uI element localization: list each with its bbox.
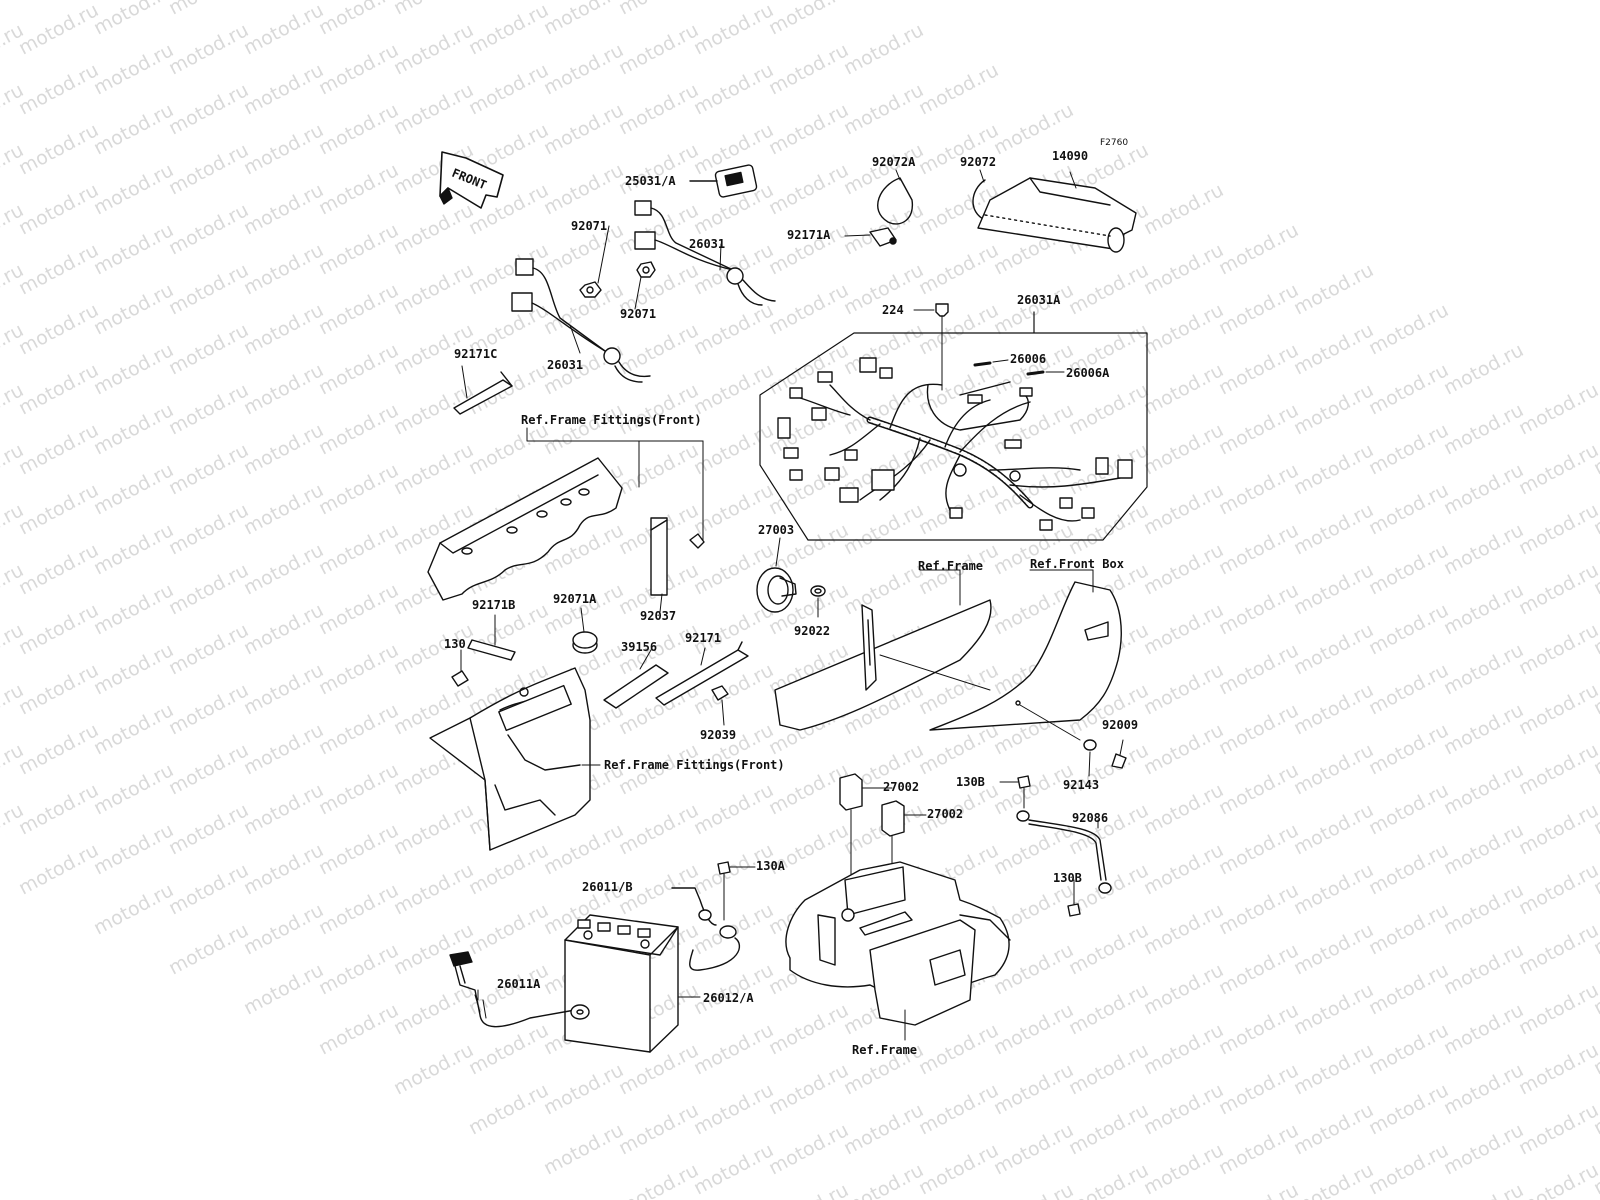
- figure-code: F2760: [1100, 138, 1129, 148]
- ref-frame-fittings-lower: Ref.Frame Fittings(Front): [604, 758, 785, 772]
- part-label-26031a: 26031A: [1017, 293, 1061, 307]
- harness-26031-upper: [634, 200, 776, 306]
- part-label-26006a: 26006A: [1066, 366, 1110, 380]
- battery-cable-26011b: [671, 861, 756, 971]
- part-label-26011b: 26011/B: [582, 880, 633, 894]
- part-label-92022: 92022: [794, 624, 831, 638]
- leaders-top-left: [461, 225, 722, 399]
- block-27002-b: [881, 800, 927, 871]
- main-harness-26031a: [759, 311, 1148, 541]
- part-label-14090: 14090: [1052, 149, 1089, 163]
- part-label-92071: 92071: [571, 219, 608, 233]
- part-label-27003: 27003: [758, 523, 795, 537]
- part-label-92039: 92039: [700, 728, 737, 742]
- screw-224: [913, 303, 949, 391]
- part-label-26031: 26031: [689, 237, 726, 251]
- front-arrow-icon: FRONT: [439, 151, 504, 209]
- part-label-130b: 130B: [1053, 871, 1082, 885]
- parts-lower-left: [451, 593, 749, 726]
- part-label-39156: 39156: [621, 640, 658, 654]
- part-label-27002: 27002: [883, 780, 920, 794]
- clip-92171a: [844, 227, 897, 247]
- part-label-92086: 92086: [1072, 811, 1109, 825]
- harness-26031-lower: [511, 258, 651, 383]
- part-label-130a: 130A: [756, 859, 785, 873]
- part-label-26012a: 26012/A: [703, 991, 754, 1005]
- part-label-26006: 26006: [1010, 352, 1047, 366]
- part-label-130: 130: [444, 637, 466, 651]
- part-label-25031a: 25031/A: [625, 174, 676, 188]
- ref-frame-battery-case: [785, 861, 1011, 1041]
- part-label-92071a: 92071A: [553, 592, 597, 606]
- part-label-92171c: 92171C: [454, 347, 498, 361]
- ground-cable-92086: [999, 775, 1112, 917]
- ref-front-box: [929, 569, 1122, 741]
- ref-front-box-label: Ref.Front Box: [1030, 557, 1124, 571]
- frame-fittings-front-upper: [427, 427, 705, 601]
- part-label-92171a: 92171A: [787, 228, 831, 242]
- ref-frame-middle: [774, 569, 992, 731]
- nut-92071: [579, 261, 656, 298]
- battery-26012a: [564, 914, 701, 1053]
- switch-25031a: [689, 164, 758, 198]
- part-label-92143: 92143: [1063, 778, 1100, 792]
- ref-frame-fittings-upper: Ref.Frame Fittings(Front): [521, 413, 702, 427]
- part-label-130b: 130B: [956, 775, 985, 789]
- cover-14090: [977, 171, 1137, 253]
- part-label-26031: 26031: [547, 358, 584, 372]
- part-label-92171b: 92171B: [472, 598, 516, 612]
- part-label-26011a: 26011A: [497, 977, 541, 991]
- part-label-224: 224: [882, 303, 904, 317]
- ref-frame-middle-label: Ref.Frame: [918, 559, 984, 573]
- battery-cable-26011a: [449, 951, 590, 1028]
- frame-fittings-front-lower: [429, 667, 601, 851]
- part-label-92009: 92009: [1102, 718, 1139, 732]
- part-label-92072a: 92072A: [872, 155, 916, 169]
- horn-27003: [756, 537, 826, 618]
- part-label-27002: 27002: [927, 807, 964, 821]
- bolt-92009-washer-92143: [1083, 739, 1127, 777]
- bracket-92171c: [453, 371, 513, 415]
- part-label-92037: 92037: [640, 609, 677, 623]
- block-27002-a: [839, 773, 893, 881]
- clamp-92072a: [877, 177, 914, 225]
- part-label-92072: 92072: [960, 155, 997, 169]
- ref-frame-bottom-label: Ref.Frame: [852, 1043, 918, 1057]
- part-label-92171: 92171: [685, 631, 722, 645]
- part-label-92071: 92071: [620, 307, 657, 321]
